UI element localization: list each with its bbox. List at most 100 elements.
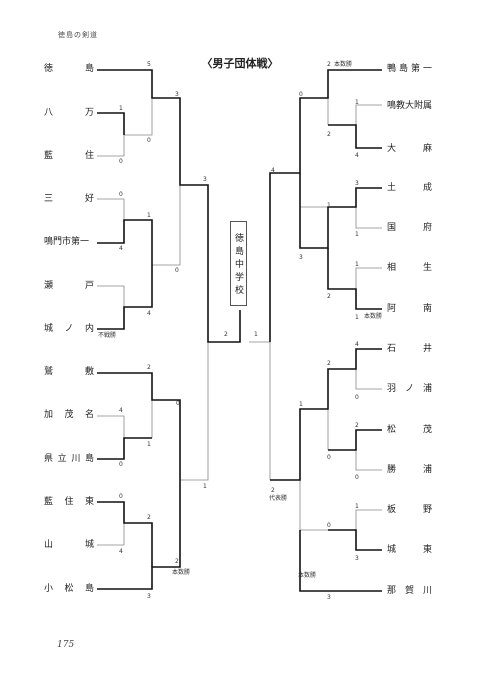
bracket-line-r-loss-1 [355, 104, 382, 125]
team-right-10: 松茂 [387, 425, 432, 435]
score-7: 1 [147, 212, 151, 219]
team-left-10: 県立川島 [44, 454, 94, 464]
bracket-line-l-win-5 [97, 372, 181, 480]
score-24: 1 [254, 331, 258, 338]
team-right-9: 羽ノ浦 [387, 384, 432, 394]
note-1: 本数勝 [334, 60, 352, 68]
note-3: 本数勝 [364, 312, 382, 320]
score-19: 4 [119, 548, 123, 555]
team-left-3: 藍住 [44, 151, 94, 161]
score-32: 1 [355, 231, 359, 238]
bracket-line-l-loss-5 [152, 185, 181, 266]
team-right-6: 相生 [387, 263, 432, 273]
score-18: 2 [147, 514, 151, 521]
team-right-3: 大麻 [387, 144, 432, 154]
score-26: 0 [299, 91, 303, 98]
bracket-line-l-win-7 [97, 501, 153, 567]
bracket-line-l-loss-4 [97, 285, 125, 307]
team-left-13: 小松島 [44, 584, 94, 594]
team-left-1: 徳島 [44, 64, 94, 74]
team-right-2: 鳴教大附属 [387, 101, 433, 111]
score-3: 0 [147, 137, 151, 144]
bracket-title: 〈男子団体戦〉 [201, 57, 279, 70]
bracket-line-l-loss-3 [97, 198, 125, 220]
bracket-line-l-loss-6 [97, 415, 125, 438]
score-6: 0 [119, 191, 123, 198]
score-23: 2 [224, 331, 228, 338]
note-6: 本数勝 [298, 571, 316, 579]
score-14: 4 [119, 407, 123, 414]
score-33: 3 [299, 254, 303, 261]
team-right-1: 鴨島第一 [387, 64, 432, 74]
score-48: 2 [271, 487, 275, 494]
score-30: 3 [355, 180, 359, 187]
score-1: 5 [147, 61, 151, 68]
score-11: 3 [203, 176, 207, 183]
team-left-11: 藍住東 [44, 497, 94, 507]
bracket-line-r-loss-8 [355, 509, 382, 530]
score-5: 3 [175, 91, 179, 98]
score-25: 2 [327, 61, 331, 68]
team-right-8: 石井 [387, 344, 432, 354]
bracket-line-r-win-6 [328, 429, 382, 451]
score-35: 4 [271, 167, 275, 174]
bracket-line-l-win-3 [97, 219, 153, 265]
team-right-5: 国府 [387, 223, 432, 233]
bracket-line-r-loss-3 [355, 207, 382, 229]
team-right-14: 那賀川 [387, 586, 432, 596]
score-47: 3 [327, 594, 331, 601]
team-right-13: 城東 [387, 545, 432, 555]
team-left-6: 瀬戸 [44, 281, 94, 291]
score-13: 2 [147, 364, 151, 371]
bracket-line-r-loss-4 [355, 267, 382, 289]
page-number: 175 [57, 640, 75, 650]
note-4: 本数勝 [172, 568, 190, 576]
score-40: 2 [327, 360, 331, 367]
score-22: 3 [147, 593, 151, 600]
team-left-8: 鷲敷 [44, 367, 94, 377]
score-34: 1 [355, 261, 359, 268]
team-left-12: 山城 [44, 540, 94, 550]
score-38: 0 [355, 394, 359, 401]
bracket-line-r-win-5 [270, 348, 382, 481]
bracket-line-l-loss-8 [97, 523, 125, 546]
team-left-7: 城ノ内 [44, 324, 94, 334]
bracket-line-l-loss-9 [180, 342, 209, 481]
score-37: 4 [355, 341, 359, 348]
running-header: 徳島の剣道 [58, 31, 98, 39]
bracket-line-l-loss-1 [97, 135, 125, 157]
bracket-line-r-loss-5 [355, 369, 382, 390]
score-36: 2 [327, 293, 331, 300]
bracket-line-l-win-6 [97, 437, 152, 460]
score-2: 1 [119, 105, 123, 112]
score-45: 0 [327, 522, 331, 529]
note-5: 代表勝 [269, 494, 287, 502]
score-39: 1 [299, 401, 303, 408]
bracket-line-r-win-7 [328, 529, 382, 551]
score-10: 4 [147, 310, 151, 317]
score-20: 2 [175, 558, 179, 565]
score-31: 1 [327, 202, 331, 209]
bracket-line-r-win-4 [327, 248, 382, 310]
score-28: 4 [355, 152, 359, 159]
bracket-line-l-win-2 [97, 112, 125, 135]
team-left-4: 三好 [44, 194, 94, 204]
bracket-line-final-loss [249, 341, 271, 480]
bracket-line-l-win-4 [97, 265, 153, 330]
score-27: 2 [327, 131, 331, 138]
team-right-4: 土成 [387, 183, 432, 193]
score-41: 0 [327, 454, 331, 461]
team-right-11: 勝浦 [387, 465, 432, 475]
team-right-7: 阿南 [387, 304, 432, 314]
bracket-line-r-loss-9 [299, 480, 328, 531]
score-9: 0 [175, 267, 179, 274]
note-2: 不戦勝 [98, 331, 116, 339]
bracket-line-r-loss-6 [355, 450, 382, 471]
score-42: 2 [355, 422, 359, 429]
score-49: 1 [355, 503, 359, 510]
score-43: 0 [355, 474, 359, 481]
score-44: 1 [355, 314, 359, 321]
bracket-line-r-win-3 [299, 173, 382, 249]
bracket-line-l-win-8 [97, 480, 181, 590]
